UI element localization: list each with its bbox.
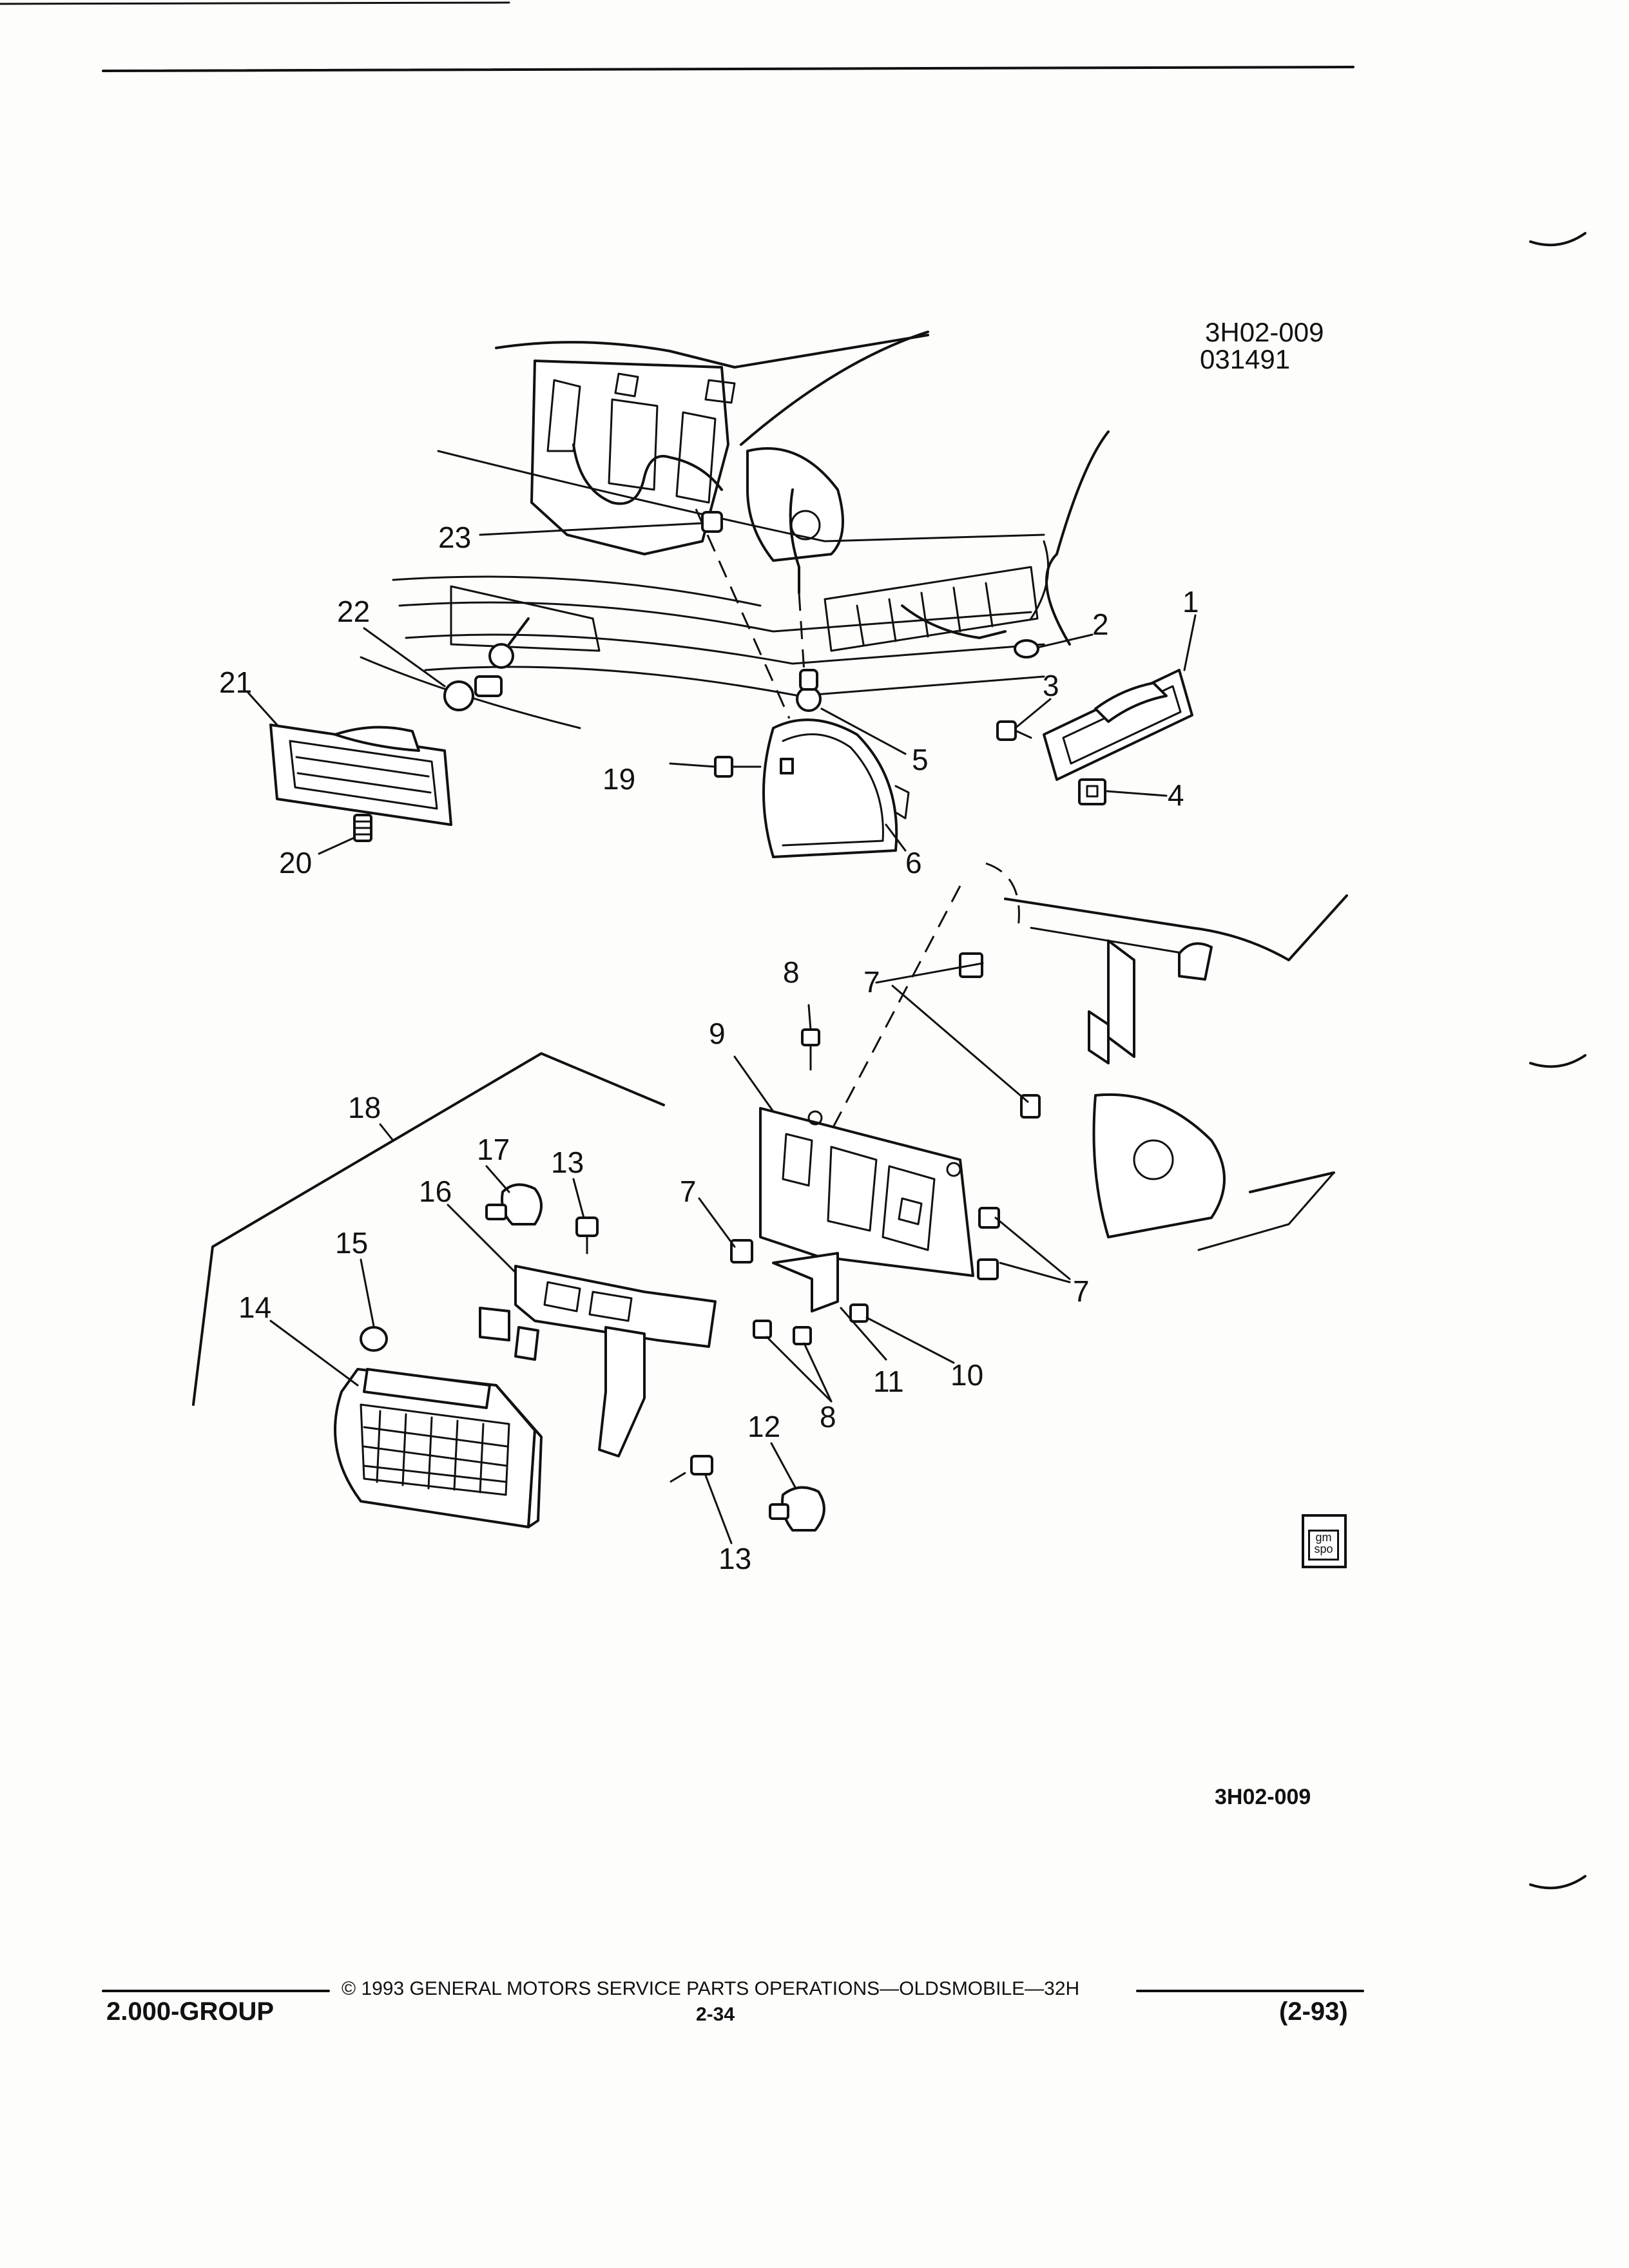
callout-6: 6 [905,846,922,879]
part-11-bracket [772,1252,839,1312]
callout-13: 13 [718,1542,751,1575]
part-8-screw [753,1320,772,1339]
callout-23: 23 [438,521,471,554]
vehicle-front-lower [830,862,1348,1251]
callout-labels: 1 2 3 4 5 6 7 7 7 8 8 9 10 11 12 13 13 1… [219,521,1199,1575]
leader-lines [247,522,1197,1544]
callout-21: 21 [219,666,252,699]
part-15-seal [360,1326,388,1352]
part-3-screw [996,720,1032,741]
callout-1: 1 [1182,585,1199,619]
part-10-screw [849,1303,869,1323]
binding-mark [1529,232,1586,247]
binding-mark [1529,1875,1586,1890]
gm-spo-logo: gm spo [1302,1514,1347,1568]
part-5-bulb [796,669,822,712]
revision-date: (2-93) [1279,1997,1348,2026]
part-6-corner-lamp [695,508,910,858]
callout-12: 12 [747,1410,780,1443]
part-16-adjuster-bracket [479,1265,717,1483]
page-number: 2-34 [696,2004,735,2025]
part-1-marker-lamp [1043,669,1193,781]
part-19-screw [714,756,762,778]
callout-2: 2 [1092,608,1109,641]
part-18-assembly-outline [192,1052,665,1406]
callout-11: 11 [873,1365,904,1398]
callout-4: 4 [1168,778,1184,812]
callout-22: 22 [337,595,370,628]
part-8-screw [793,1326,812,1345]
group-label: 2.000-GROUP [106,1997,275,2026]
part-8-screw [801,1028,820,1071]
callout-15: 15 [335,1226,368,1260]
callout-16: 16 [419,1175,452,1208]
callout-19: 19 [602,762,635,796]
callout-8: 8 [783,956,800,989]
callout-10: 10 [950,1358,983,1392]
part-22-bulb [443,643,514,711]
callout-20: 20 [279,846,312,879]
callout-7: 7 [1073,1274,1090,1308]
copyright-line: © 1993 GENERAL MOTORS SERVICE PARTS OPER… [342,1978,1080,1999]
drawing-code: 3H02-009 [1205,317,1324,347]
date-code: 031491 [1200,344,1290,374]
part-12-bulb [769,1486,825,1532]
part-4-clip [1078,778,1106,805]
callout-5: 5 [912,743,929,776]
binding-mark [1529,1054,1586,1068]
figure-code: 3H02-009 [1215,1785,1311,1809]
part-13-screw [690,1455,713,1475]
part-7-clip [730,1239,753,1264]
part-17-bulb [485,1183,543,1225]
callout-13: 13 [551,1146,584,1179]
callout-7: 7 [863,965,880,999]
part-23-nut [701,511,723,533]
part-2-bulb [1014,639,1039,658]
callout-17: 17 [477,1133,510,1166]
part-7-clip [978,1207,1000,1229]
part-21-marker-lamp [269,724,452,826]
callout-7: 7 [680,1175,697,1208]
callout-18: 18 [348,1091,381,1124]
part-7-clip [977,1258,999,1280]
part-20-screw [353,814,372,842]
part-9-headlamp-bracket [759,1107,974,1277]
header-rule [102,66,1354,72]
edge-rule [0,1,510,5]
part-13-screw [575,1216,599,1254]
callout-9: 9 [709,1017,726,1050]
part-14-headlamp [334,1368,543,1528]
callout-3: 3 [1043,669,1059,702]
callout-8: 8 [820,1400,836,1434]
callout-14: 14 [238,1291,271,1324]
vehicle-front-upper [360,331,1110,729]
gm-spo-logo-text: gm spo [1308,1530,1339,1561]
